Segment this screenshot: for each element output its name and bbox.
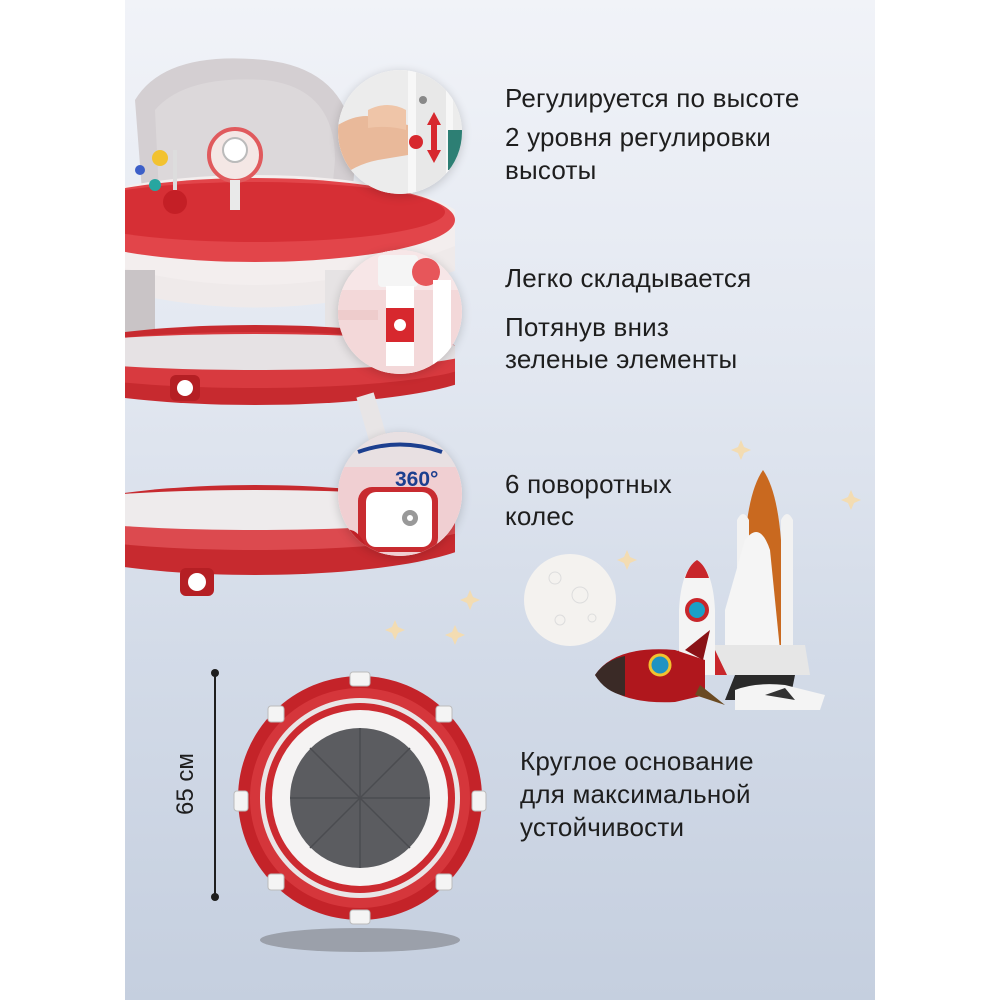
dimension-line bbox=[214, 672, 216, 898]
feature-fold-line3: зеленые элементы bbox=[505, 344, 738, 374]
feature-fold-line2: Потянув вниз bbox=[505, 312, 669, 342]
feature-height-title: Регулируется по высоте bbox=[505, 83, 800, 113]
rotation-badge: 360° bbox=[395, 468, 439, 491]
product-panel: 360° Регулируется по высоте 2 уровня рег… bbox=[125, 0, 875, 1000]
dimension-dot-top bbox=[211, 669, 219, 677]
moon-toy-image bbox=[524, 554, 616, 646]
round-base-image bbox=[233, 671, 487, 952]
feature-height-line2: 2 уровня регулировки bbox=[505, 122, 771, 152]
feature-base-line3: устойчивости bbox=[520, 812, 685, 842]
feature-wheels-line1: 6 поворотных bbox=[505, 469, 672, 499]
base-diameter-label: 65 см bbox=[172, 753, 199, 815]
wheel-closeup bbox=[338, 432, 462, 556]
sparkle-icons bbox=[385, 440, 861, 645]
dimension-dot-bottom bbox=[211, 893, 219, 901]
feature-base-line1: Круглое основание bbox=[520, 746, 754, 776]
feature-height-line3: высоты bbox=[505, 155, 597, 185]
feature-base-line2: для максимальной bbox=[520, 779, 751, 809]
feature-fold-title: Легко складывается bbox=[505, 263, 752, 293]
feature-wheels-line2: колес bbox=[505, 501, 575, 531]
rocket-toys-image bbox=[595, 470, 825, 710]
height-adjust-closeup bbox=[338, 70, 462, 194]
